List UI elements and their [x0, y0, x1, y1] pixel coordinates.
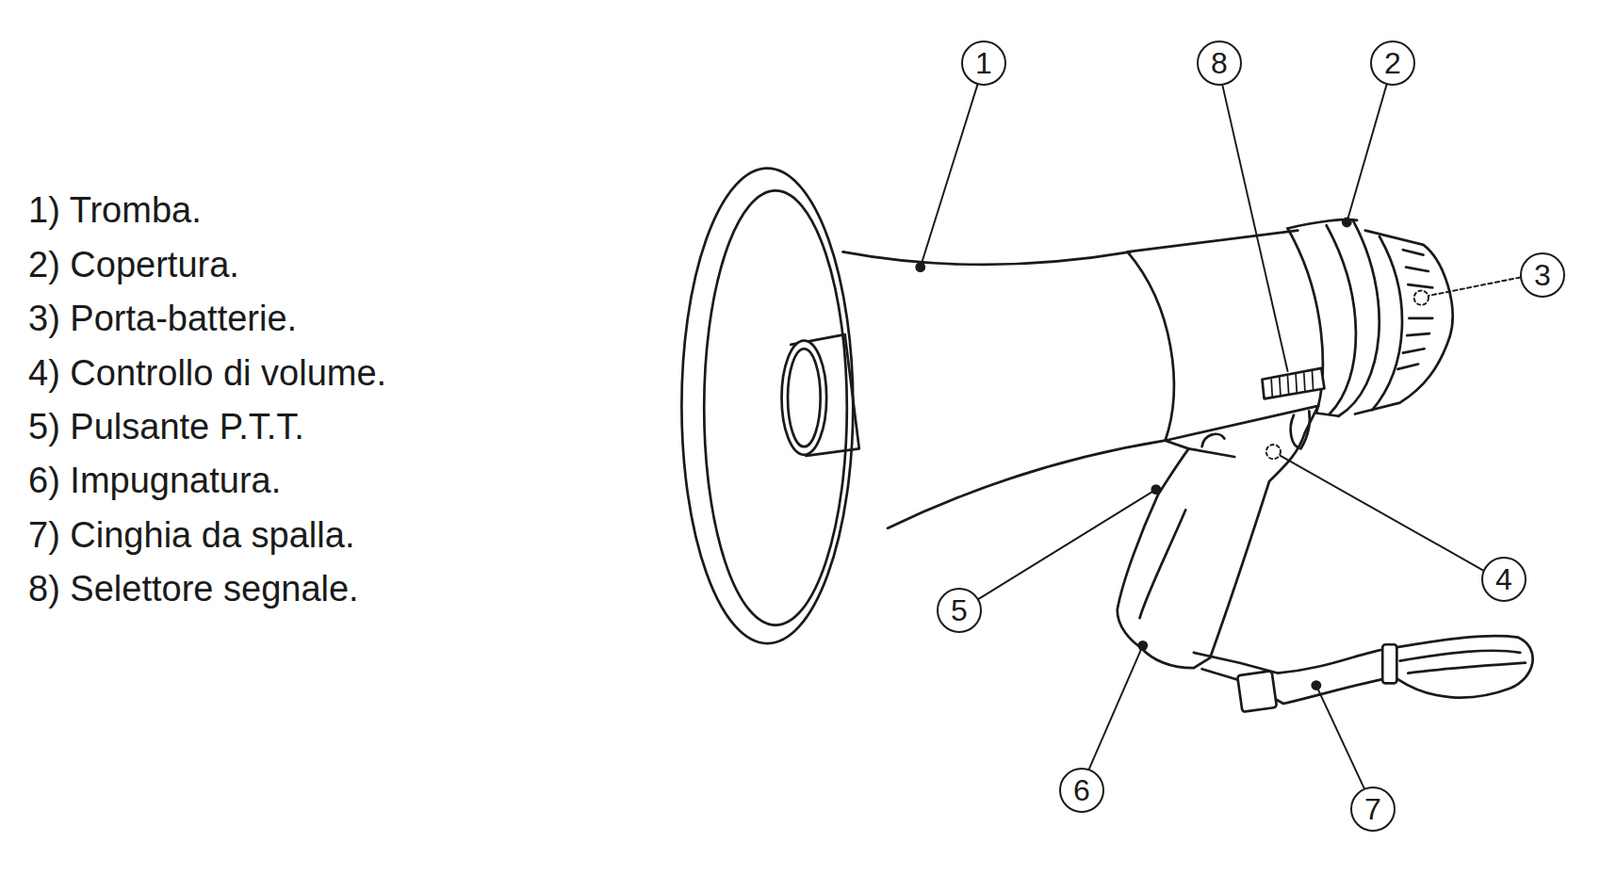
handle: [1117, 406, 1319, 669]
callout-number: 7: [1364, 794, 1382, 825]
callout-number: 6: [1073, 775, 1091, 806]
body-cylinder: [1127, 230, 1319, 441]
line-art: [1117, 406, 1319, 669]
line-art: [1346, 84, 1387, 223]
line-art: [703, 190, 848, 625]
part-name: 6) Impugnatura.: [28, 460, 281, 503]
line-art: [1088, 645, 1143, 770]
callout-number: 8: [1210, 48, 1228, 79]
line-art: [1355, 230, 1454, 415]
part-name: 1) Tromba.: [28, 190, 202, 232]
leader-lines: [920, 84, 1521, 789]
line-art: [887, 440, 1165, 529]
line-art: [787, 348, 821, 447]
line-art: [1222, 84, 1288, 372]
callout-circle: 5: [936, 587, 982, 634]
line-art: [1140, 509, 1187, 619]
line-art: [1310, 680, 1322, 691]
line-art: [1326, 225, 1356, 414]
line-art: [1338, 220, 1380, 417]
line-art: [1188, 448, 1235, 458]
line-art: [977, 489, 1156, 601]
line-art: [1137, 640, 1148, 652]
callout-circle: 8: [1196, 40, 1242, 86]
line-art: [1414, 291, 1429, 306]
line-art: [1261, 368, 1324, 399]
line-art: [1280, 456, 1486, 572]
line-art: [1382, 644, 1397, 684]
line-art: [1400, 651, 1526, 674]
leader-dots: [914, 217, 1352, 691]
horn-bell: [681, 168, 1165, 645]
callout-circle: 6: [1059, 767, 1105, 814]
callout-number: 3: [1534, 260, 1552, 291]
line-art: [1428, 277, 1520, 295]
callout-number: 4: [1495, 564, 1513, 595]
shoulder-strap: [1193, 636, 1534, 713]
line-art: [1341, 217, 1353, 229]
line-art: [782, 341, 828, 456]
callout-circle: 3: [1519, 252, 1566, 298]
battery-cap: [1355, 230, 1454, 415]
line-art: [914, 261, 926, 273]
line-art: [1397, 249, 1433, 370]
callout-circle: 4: [1481, 556, 1527, 603]
callout-number: 5: [950, 595, 968, 626]
line-art: [920, 84, 979, 268]
line-art: [1266, 444, 1281, 459]
part-name: 4) Controllo di volume.: [28, 353, 387, 395]
line-art: [1271, 371, 1313, 397]
part-name: 2) Copertura.: [28, 244, 240, 287]
driver-unit: [782, 334, 860, 457]
signal-selector: [1261, 368, 1324, 399]
line-art: [1202, 434, 1225, 447]
callout-circle: 2: [1370, 40, 1416, 86]
callout-circle: 7: [1350, 786, 1396, 833]
line-art: [1290, 410, 1310, 449]
line-art: [1316, 685, 1365, 789]
callout-number: 1: [975, 48, 993, 79]
line-art: [1150, 484, 1161, 495]
callout-circle: 1: [961, 40, 1007, 86]
line-art: [1202, 669, 1395, 704]
callout-number: 2: [1384, 48, 1402, 79]
line-art: [842, 251, 1130, 265]
part-name: 5) Pulsante P.T.T.: [28, 407, 305, 449]
line-art: [1127, 251, 1175, 441]
line-art: [1165, 406, 1319, 441]
part-name: 7) Cinghia da spalla.: [28, 515, 355, 557]
line-art: [681, 168, 853, 645]
line-art: [1237, 670, 1277, 713]
line-art: [1127, 230, 1299, 253]
line-art: [1371, 236, 1403, 410]
part-name: 8) Selettore segnale.: [28, 569, 360, 611]
part-name: 3) Porta-batterie.: [28, 298, 297, 341]
